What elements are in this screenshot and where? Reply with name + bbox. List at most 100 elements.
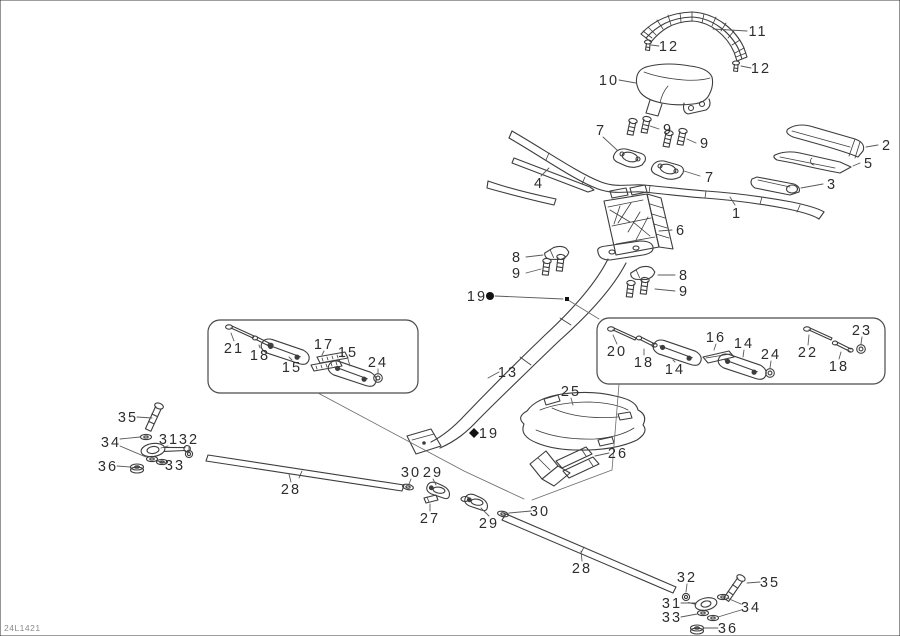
assembly-link-line-0	[317, 392, 525, 500]
callout-9-5: 9	[663, 122, 673, 138]
callout-18-27: 18	[634, 355, 654, 371]
callout-22-32: 22	[798, 345, 818, 361]
diamond-marker	[469, 428, 479, 438]
leader-line-33	[156, 460, 167, 464]
leader-line-26	[594, 452, 610, 457]
callout-34-55: 34	[741, 600, 761, 616]
part-7-clamp-left	[612, 148, 646, 168]
callout-8-14: 8	[512, 250, 522, 266]
callout-7-4: 7	[596, 123, 606, 139]
callout-9-17: 9	[679, 284, 689, 300]
leader-line-32	[685, 583, 688, 593]
part-1-handlebar	[486, 130, 825, 220]
leader-line-29	[432, 478, 437, 486]
callout-13-25: 13	[498, 365, 518, 381]
leader-line-15	[288, 356, 293, 361]
callout-31-38: 31	[159, 432, 179, 448]
leader-line-23	[860, 336, 863, 345]
leader-line-3	[800, 183, 824, 189]
part-21-screw	[225, 324, 255, 339]
leader-line-1	[729, 196, 736, 206]
callout-2-8: 2	[882, 138, 892, 154]
part-24-nut-a	[373, 373, 383, 383]
callout-16-29: 16	[706, 330, 726, 346]
leader-line-31	[160, 445, 169, 449]
leader-line-25	[570, 397, 574, 406]
part-8-clamp-right	[629, 264, 657, 283]
callout-19-49: 19	[479, 426, 499, 442]
callout-12-1: 12	[659, 39, 679, 55]
callout-33-54: 33	[662, 610, 682, 626]
callout-14-30: 14	[734, 336, 754, 352]
leader-line-18	[258, 344, 261, 349]
part-13-steering-column	[406, 258, 627, 455]
part-26-bracket	[529, 446, 600, 487]
leader-line-14	[742, 349, 745, 358]
part-31-ball-joint-lower-left	[140, 442, 191, 458]
callout-35-36: 35	[118, 410, 138, 426]
callout-14-28: 14	[665, 362, 685, 378]
callout-30-48: 30	[530, 504, 550, 520]
assembly-link-line-1	[531, 383, 620, 501]
part-11-grab-handle	[640, 11, 748, 62]
callout-23-33: 23	[852, 323, 872, 339]
part-18-spacer-c	[831, 340, 854, 353]
callout-4-11: 4	[534, 176, 544, 192]
part-28-tie-rod-left	[205, 454, 405, 492]
callout-36-40: 36	[98, 459, 118, 475]
leader-line-9	[654, 288, 676, 292]
callout-36-56: 36	[718, 621, 738, 636]
leader-line-10	[618, 79, 637, 84]
callout-30-44: 30	[401, 465, 421, 481]
callout-6-13: 6	[676, 223, 686, 239]
part-2-handguard	[786, 124, 865, 159]
callout-28-43: 28	[281, 482, 301, 498]
callout-7-7: 7	[705, 170, 715, 186]
dot-marker	[486, 292, 494, 300]
leader-line-34	[717, 609, 742, 618]
leader-line-2	[865, 144, 879, 148]
callout-12-2: 12	[751, 61, 771, 77]
callout-3-10: 3	[827, 177, 837, 193]
callout-28-50: 28	[572, 561, 592, 577]
part-4-support-rod	[511, 157, 595, 193]
callout-27-46: 27	[420, 511, 440, 527]
inset-link-lines	[317, 299, 620, 501]
callout-29-45: 29	[423, 465, 443, 481]
part-16-plate	[702, 350, 735, 364]
part-27-clip	[423, 494, 439, 504]
part-6-riser-block	[597, 184, 674, 261]
part-10-handlebar-pad	[635, 63, 714, 117]
leader-line-5	[852, 162, 861, 167]
callout-29-47: 29	[479, 516, 499, 532]
callout-18-34: 18	[829, 359, 849, 375]
leader-line-24	[769, 360, 772, 369]
part-28-tie-rod-right	[501, 513, 677, 594]
leader-line-6	[658, 229, 673, 232]
part-8-clamp-left	[543, 244, 571, 263]
callout-35-52: 35	[760, 575, 780, 591]
part-36-nut-lower-left	[129, 463, 145, 474]
callout-11-0: 11	[748, 24, 767, 40]
leader-line-7	[602, 136, 618, 151]
part-9-bolts-right	[625, 276, 650, 298]
leader-line-34	[119, 436, 141, 440]
leader-line-16	[713, 343, 717, 351]
part-3-grip-tube	[750, 176, 800, 196]
part-35-bolt-lower-left	[144, 401, 165, 433]
leader-line-9	[649, 125, 660, 130]
callout-26-42: 26	[608, 446, 628, 462]
leader-line-9	[525, 268, 542, 274]
callout-17-22: 17	[314, 337, 334, 353]
leader-line-20	[612, 334, 618, 345]
callout-21-19: 21	[224, 341, 244, 357]
leader-line-4	[540, 167, 550, 177]
leader-line-35	[746, 581, 761, 584]
leader-line-13	[487, 371, 500, 379]
callout-20-26: 20	[607, 344, 627, 360]
leader-line-21	[230, 332, 235, 342]
part-12-screw-right	[731, 60, 741, 73]
part-25-plate	[520, 391, 646, 451]
figure-code: 24L1421	[4, 623, 41, 633]
